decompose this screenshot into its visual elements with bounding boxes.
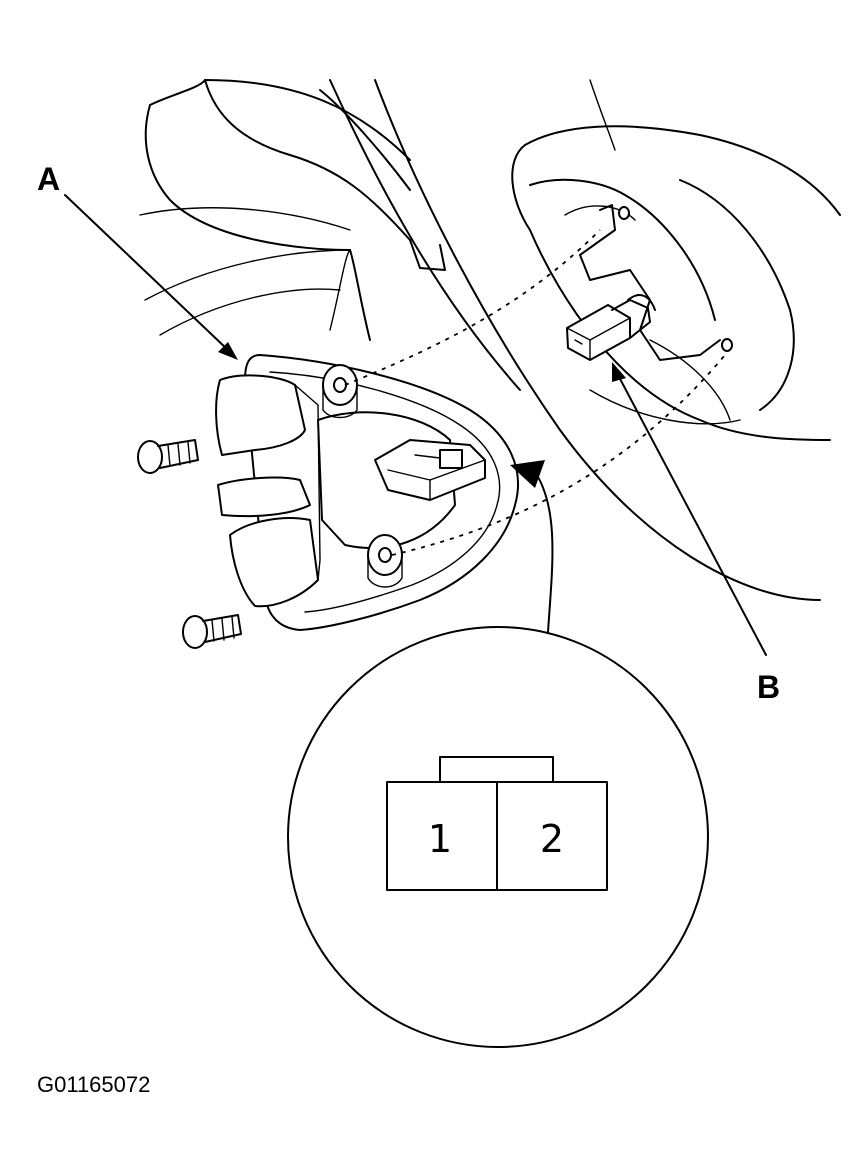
connector-pin-1: 1 [428, 817, 452, 861]
connector-detail-view [287, 626, 709, 1048]
leader-b [612, 362, 767, 656]
connector-pin-2: 2 [540, 817, 564, 861]
wheel-connector [566, 294, 656, 361]
label-a: A [37, 161, 60, 197]
leader-a [64, 194, 238, 360]
figure-code: G01165072 [37, 1072, 150, 1097]
steering-wheel-outline [139, 79, 841, 601]
alignment-lines [344, 229, 726, 556]
switch-assembly [215, 354, 519, 631]
leader-detail [510, 460, 554, 633]
screw-lower [182, 614, 242, 649]
screw-upper [137, 439, 199, 474]
label-b: B [757, 669, 780, 705]
